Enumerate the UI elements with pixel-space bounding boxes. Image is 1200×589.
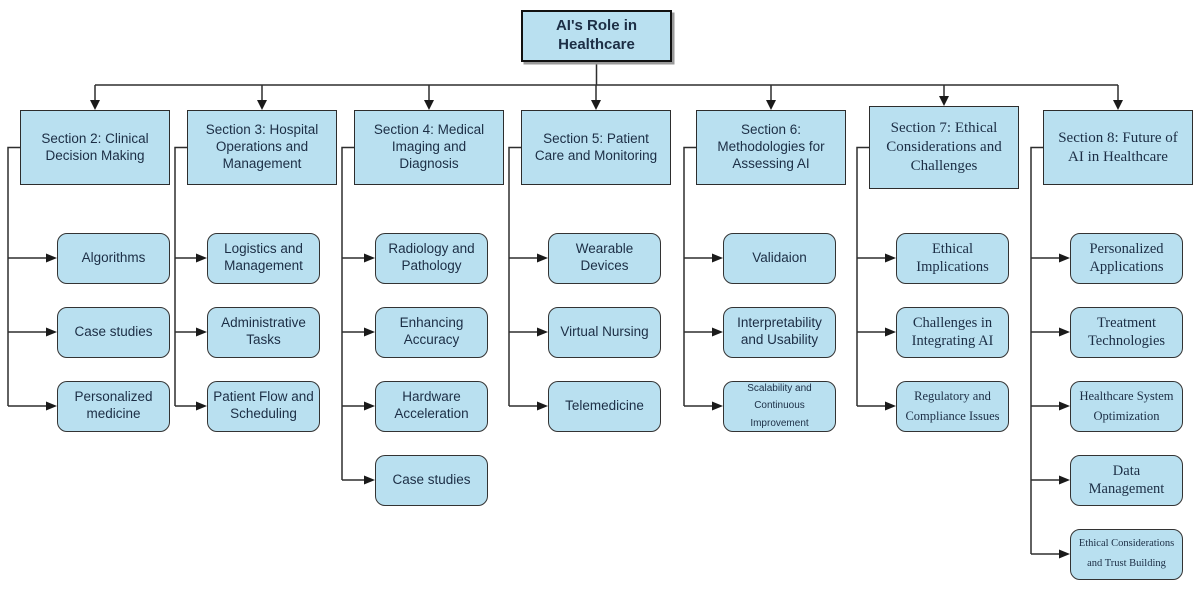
child-node: Challenges in Integrating AI: [896, 306, 1009, 358]
section-header-5: Section 5: Patient Care and Monitoring: [521, 110, 671, 185]
child-node: Ethical Implications: [896, 232, 1009, 284]
child-node: Case studies: [57, 306, 170, 358]
child-node: Algorithms: [57, 232, 170, 284]
section-header-8: Section 8: Future of AI in Healthcare: [1043, 110, 1193, 185]
child-node: Healthcare System Optimization: [1070, 380, 1183, 432]
child-node: Hardware Acceleration: [375, 380, 488, 432]
child-node: Treatment Technologies: [1070, 306, 1183, 358]
section-header-6: Section 6: Methodologies for Assessing A…: [696, 110, 846, 185]
section-header-3: Section 3: Hospital Operations and Manag…: [187, 110, 337, 185]
child-node: Wearable Devices: [548, 232, 661, 284]
section-header-4: Section 4: Medical Imaging and Diagnosis: [354, 110, 504, 185]
child-node: Enhancing Accuracy: [375, 306, 488, 358]
root-node: AI's Role in Healthcare: [521, 10, 672, 62]
child-node: Interpretability and Usability: [723, 306, 836, 358]
child-node: Patient Flow and Scheduling: [207, 380, 320, 432]
child-node: Ethical Considerations and Trust Buildin…: [1070, 528, 1183, 580]
child-node: Telemedicine: [548, 380, 661, 432]
child-node: Validaion: [723, 232, 836, 284]
child-node: Logistics and Management: [207, 232, 320, 284]
child-node: Regulatory and Compliance Issues: [896, 380, 1009, 432]
child-node: Data Management: [1070, 454, 1183, 506]
child-node: Radiology and Pathology: [375, 232, 488, 284]
child-node: Personalized Applications: [1070, 232, 1183, 284]
child-node: Scalability and Continuous Improvement: [723, 380, 836, 432]
section-header-2: Section 2: Clinical Decision Making: [20, 110, 170, 185]
child-node: Case studies: [375, 454, 488, 506]
section-header-7: Section 7: Ethical Considerations and Ch…: [869, 106, 1019, 189]
child-node: Virtual Nursing: [548, 306, 661, 358]
child-node: Personalized medicine: [57, 380, 170, 432]
child-node: Administrative Tasks: [207, 306, 320, 358]
